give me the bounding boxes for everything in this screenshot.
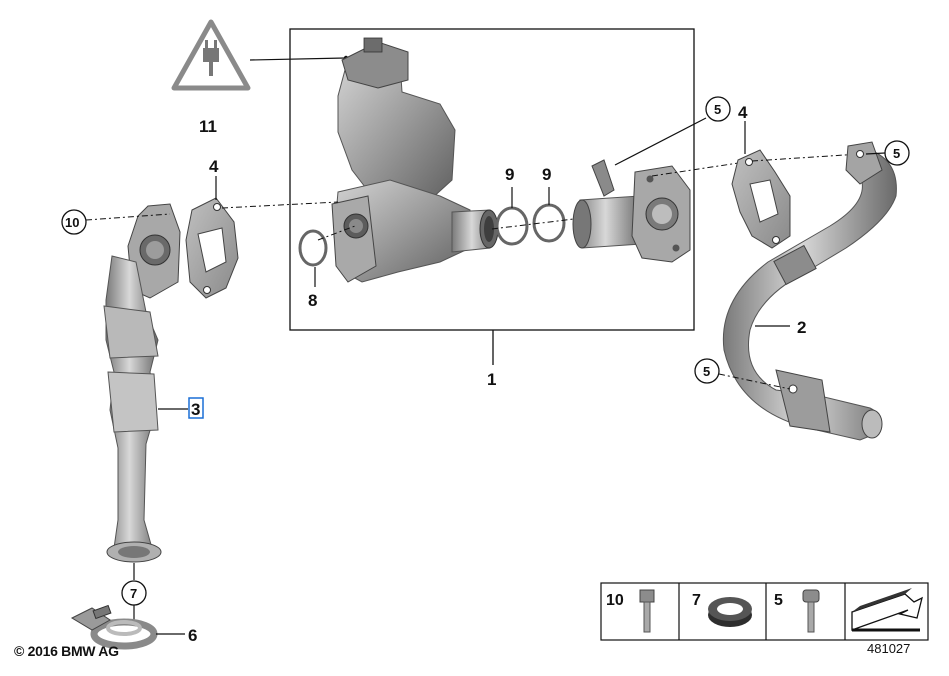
svg-text:10: 10 (65, 215, 79, 230)
o-ring-9a[interactable] (495, 206, 529, 246)
callout-5-lower[interactable]: 5 (694, 358, 720, 384)
hardware-legend: 10 7 5 (600, 582, 929, 641)
legend-label-5: 5 (774, 592, 783, 609)
callout-5-top-right[interactable]: 5 (884, 140, 910, 166)
callout-3[interactable]: 3 (191, 400, 200, 419)
diagram-id: 481027 (867, 641, 911, 656)
svg-text:5: 5 (703, 364, 710, 379)
callout-6[interactable]: 6 (188, 626, 197, 645)
callout-1[interactable]: 1 (487, 370, 496, 389)
screw-icon (802, 589, 820, 633)
callout-7-circle[interactable]: 7 (121, 580, 147, 606)
legend-label-7: 7 (692, 592, 701, 609)
assembly-frame (289, 28, 695, 331)
callout-5-top-left[interactable]: 5 (705, 96, 731, 122)
callout-9a[interactable]: 9 (505, 165, 514, 184)
connector-pipe[interactable] (572, 159, 691, 263)
installation-arrow-icon (851, 588, 923, 632)
callout-9b[interactable]: 9 (542, 165, 551, 184)
callout-10-circle[interactable]: 10 (61, 209, 87, 235)
callout-11[interactable]: 11 (199, 117, 217, 136)
copyright-text: © 2016 BMW AG (14, 643, 119, 659)
callout-4-left[interactable]: 4 (209, 157, 219, 176)
svg-text:7: 7 (130, 586, 137, 601)
legend-label-10: 10 (606, 592, 624, 609)
egr-pipe-2[interactable] (722, 141, 897, 441)
gasket-ring-icon (708, 597, 752, 627)
egr-valve[interactable] (331, 37, 499, 283)
gasket-4-right[interactable] (731, 149, 791, 249)
callout-4-right[interactable]: 4 (738, 103, 748, 122)
callout-3-highlight (188, 397, 204, 419)
callout-8[interactable]: 8 (308, 291, 317, 310)
callout-2[interactable]: 2 (797, 318, 806, 337)
svg-text:5: 5 (714, 102, 721, 117)
bolt-icon (639, 589, 655, 633)
electrical-connector-warning-icon[interactable] (171, 19, 251, 91)
o-ring-8[interactable] (298, 229, 328, 267)
gasket-4-left[interactable] (185, 197, 239, 299)
clamp-6[interactable] (70, 604, 158, 650)
svg-text:5: 5 (893, 146, 900, 161)
exhaust-pipe-3[interactable] (103, 203, 181, 563)
